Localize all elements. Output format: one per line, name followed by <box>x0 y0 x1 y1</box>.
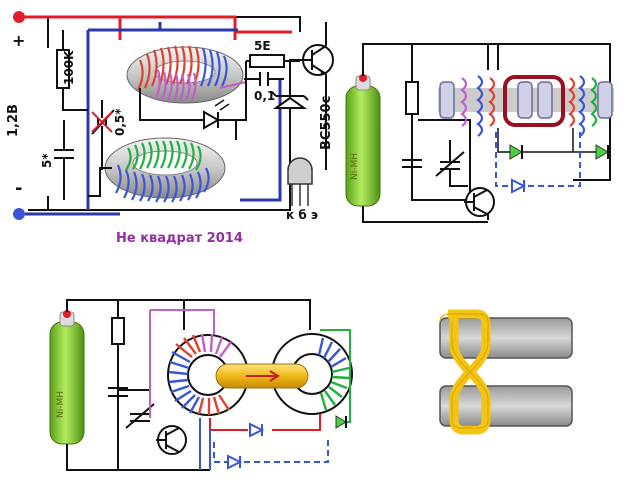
plus-label: + <box>12 31 25 50</box>
minus-terminal <box>13 208 25 220</box>
rod-loop <box>503 75 565 127</box>
rod-dashed-path <box>495 132 581 187</box>
rod-led-blue <box>511 178 527 194</box>
panel-toroid-schematic: + - 1,2B 100K 5* 0,5* <box>6 4 346 246</box>
rod-led-2 <box>595 144 609 160</box>
rod-capacitor <box>402 159 422 168</box>
bottom-resistor <box>111 317 125 345</box>
minus-label: - <box>15 178 22 199</box>
panel-rod-core-schematic: Ni-MH <box>345 43 614 223</box>
upper-purple-winding <box>154 69 197 101</box>
bottom-transistor <box>156 425 187 455</box>
transistor-package <box>287 157 313 206</box>
rod-resistor <box>405 81 419 115</box>
bottom-led-3 <box>227 454 243 470</box>
bottom-capacitor <box>108 387 128 397</box>
bottom-left-windings <box>168 333 232 415</box>
bottom-red-wire <box>209 414 321 431</box>
bottom-blue-wire <box>199 418 211 470</box>
capacitor-5-label: 5* <box>40 153 54 168</box>
bottom-right-windings <box>317 337 350 411</box>
rod-coils-left <box>460 75 496 137</box>
transistor-symbol <box>300 22 334 170</box>
rod-trimmer <box>435 140 468 187</box>
lower-blue-winding <box>115 164 210 203</box>
rod-led-1 <box>509 144 523 160</box>
capacitor-0-1 <box>244 72 284 86</box>
resistor-100k-label: 100K <box>62 50 76 85</box>
resistor-5e <box>249 54 285 68</box>
caption: Не квадрат 2014 <box>116 231 243 246</box>
bottom-frame-wires <box>66 299 311 471</box>
rod-coils-right <box>568 75 598 137</box>
trimmer-capacitor <box>91 100 115 170</box>
lower-toroid <box>104 137 226 203</box>
transistor-label: BC550c <box>319 96 334 150</box>
panel-figure-eight-loop <box>439 309 573 435</box>
lower-green-winding <box>125 140 202 171</box>
bottom-purple-wire <box>149 309 215 418</box>
battery-bottom-label: Ni-MH <box>56 391 66 418</box>
bottom-led-1 <box>249 422 265 438</box>
capacitor-0-1-label: 0,1 <box>254 89 275 103</box>
bottom-led-2 <box>335 415 347 429</box>
battery-top-label: Ni-MH <box>350 153 360 180</box>
lower-ferrite-bar <box>439 385 573 427</box>
bottom-right-toroid <box>271 333 353 415</box>
rod-panel-wires <box>362 43 611 223</box>
pin-labels: к б э <box>286 208 318 222</box>
resistor-5e-label: 5E <box>254 39 271 53</box>
return-wire-blue-2 <box>240 80 282 202</box>
voltage-label: 1,2B <box>6 104 21 137</box>
frame-wires <box>25 16 301 211</box>
battery-bottom: Ni-MH <box>49 310 85 445</box>
led-white <box>190 99 236 130</box>
bottom-left-toroid <box>167 333 249 416</box>
trimmer-label: 0,5* <box>113 108 127 136</box>
upper-blue-winding <box>199 47 228 87</box>
rod-transistor <box>464 187 495 217</box>
capacitor-5 <box>54 120 74 200</box>
plus-terminal <box>13 11 25 23</box>
battery-top: Ni-MH <box>345 74 381 207</box>
upper-ferrite-bar <box>439 317 573 359</box>
upper-red-winding <box>137 45 200 91</box>
bottom-dashed-path <box>213 440 329 463</box>
zener-diode <box>271 91 309 109</box>
rod-arrow <box>246 370 280 382</box>
panel-two-toroid-schematic: Ni-MH <box>49 299 353 471</box>
return-wire-blue <box>25 22 238 216</box>
upper-toroid <box>126 45 247 104</box>
